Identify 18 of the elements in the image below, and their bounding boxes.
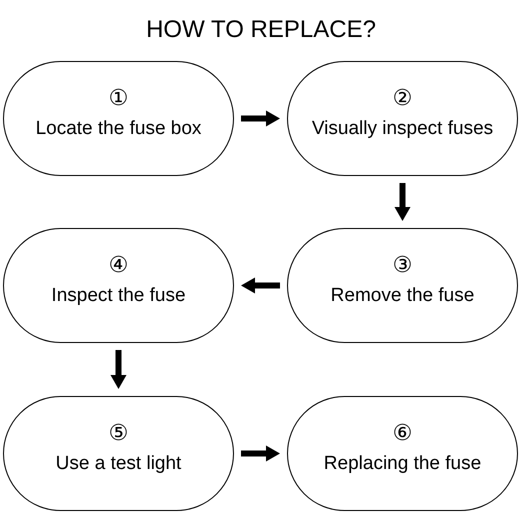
step-label: Remove the fuse [330, 284, 474, 308]
arrow [110, 350, 126, 389]
arrow [241, 110, 280, 126]
step-number: ⑤ [108, 422, 128, 446]
step-label: Locate the fuse box [36, 116, 202, 140]
step-number: ① [108, 86, 128, 110]
arrow [241, 278, 280, 294]
step-label: Inspect the fuse [51, 284, 186, 308]
step-label: Replacing the fuse [324, 452, 482, 476]
step-label: Visually inspect fuses [312, 116, 494, 140]
step-label: Use a test light [56, 452, 182, 476]
step-number: ③ [392, 254, 412, 278]
arrow [394, 183, 410, 221]
step-number: ② [392, 86, 412, 110]
step-number: ⑥ [392, 422, 412, 446]
arrow [241, 446, 280, 462]
step-number: ④ [108, 254, 128, 278]
title: HOW TO REPLACE? [146, 15, 376, 45]
